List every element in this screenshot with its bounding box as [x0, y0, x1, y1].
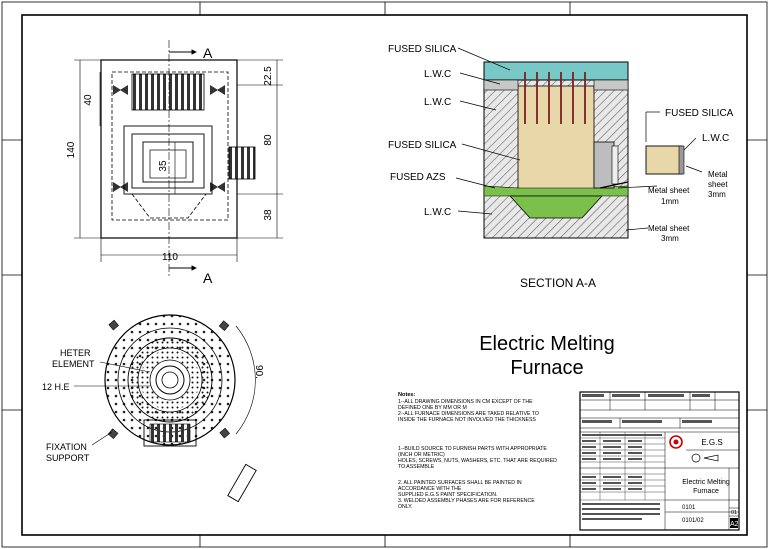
label-lwc-3: L.W.C — [424, 207, 451, 218]
label-fused-silica-top: FUSED SILICA — [388, 44, 457, 55]
note-line: (INCH OR METRIC) — [398, 452, 445, 458]
note-line: DEFINED ONE BY MM OR M — [398, 405, 467, 411]
front-view — [100, 40, 256, 276]
note-line: TO ASSEMBLE — [398, 464, 435, 470]
dim-38: 38 — [263, 209, 274, 221]
label-metal-sheet-1mm-line2: 1mm — [661, 197, 679, 206]
title-block-number-b: 0101/02 — [682, 518, 704, 524]
note-line: 3. WELDED ASSEMBLY PHASES ARE FOR REFERE… — [398, 498, 535, 504]
title-block-company: E.G.S — [701, 438, 722, 447]
note-line: 2--ALL FURNACE DIMENSIONS ARE TAKED RELA… — [398, 411, 539, 417]
dim-110: 110 — [162, 252, 178, 263]
drawing-title-line1: Electric Melting — [479, 333, 615, 355]
note-line: 1--BUILD SOURCE TO FURNISH PARTS WITH AP… — [398, 446, 547, 452]
label-metal-sheet-3mm-a-line1: Metal — [708, 170, 728, 179]
plan-view — [104, 314, 257, 503]
title-block-title-line2: Furnace — [693, 488, 719, 495]
section-title: SECTION A-A — [520, 276, 596, 290]
title-block-title-line1: Electric Melting — [682, 479, 730, 486]
label-metal-sheet-3mm-b-line1: Metal sheet — [648, 224, 690, 233]
section-view — [483, 61, 685, 239]
note-line: ONLY. — [398, 504, 413, 510]
dim-90: 90. — [253, 365, 264, 379]
section-leaders — [455, 47, 703, 231]
drawing-title-line2: Furnace — [510, 357, 583, 379]
label-lwc-1: L.W.C — [424, 69, 451, 80]
section-marker-top: A — [203, 45, 213, 61]
notes-block: Notes: 1--ALL DRAWING DIMENSIONS IN CM E… — [398, 392, 557, 510]
label-heater-element-line1: HETER — [60, 348, 91, 358]
label-metal-sheet-3mm-a-line3: 3mm — [708, 190, 726, 199]
label-metal-sheet-3mm-b-line2: 3mm — [661, 234, 679, 243]
note-line: 2. ALL PAINTED SURFACES SHALL BE PAINTED… — [398, 480, 522, 486]
title-block-number-a: 0101 — [682, 505, 696, 511]
label-h-e-count: 12 H.E — [42, 382, 70, 392]
title-block — [579, 391, 740, 531]
label-lwc-2: L.W.C — [424, 97, 451, 108]
label-fused-azs: FUSED AZS — [390, 172, 446, 183]
dim-40: 40 — [83, 94, 94, 106]
label-lwc-right: L.W.C — [702, 133, 729, 144]
label-fixation-support-line1: FIXATION — [46, 442, 87, 452]
dim-22-5: 22.5 — [263, 66, 274, 86]
note-line: SUPPLIED E.G.S PAINT SPECIFICATION. — [398, 492, 497, 498]
label-fused-silica-right: FUSED SILICA — [665, 108, 734, 119]
title-block-size: A2 — [730, 521, 739, 528]
note-line: 1--ALL DRAWING DIMENSIONS IN CM EXCEPT O… — [398, 399, 533, 405]
notes-heading: Notes: — [398, 392, 416, 398]
dim-80: 80 — [263, 134, 274, 146]
label-metal-sheet-1mm-line1: Metal sheet — [648, 186, 690, 195]
note-line: HOLES, SCREWS, NUTS, WASHERS, ETC. THAT … — [398, 458, 557, 464]
section-marker-bottom: A — [203, 270, 213, 286]
note-line: INSIDE THE FURNACE NOT INVOLVED THE THIC… — [398, 417, 536, 423]
note-line: ACCORDANCE WITH THE — [398, 486, 462, 492]
label-fixation-support-line2: SUPPORT — [46, 453, 90, 463]
label-metal-sheet-3mm-a-line2: sheet — [708, 180, 728, 189]
dim-140: 140 — [66, 141, 77, 158]
front-view-dimensions — [74, 59, 283, 262]
plan-leaders — [74, 361, 151, 446]
dim-35: 35 — [158, 160, 169, 172]
label-fused-silica-mid: FUSED SILICA — [388, 140, 457, 151]
label-heater-element-line2: ELEMENT — [52, 359, 95, 369]
title-block-sheet-no: 01 — [731, 510, 737, 516]
